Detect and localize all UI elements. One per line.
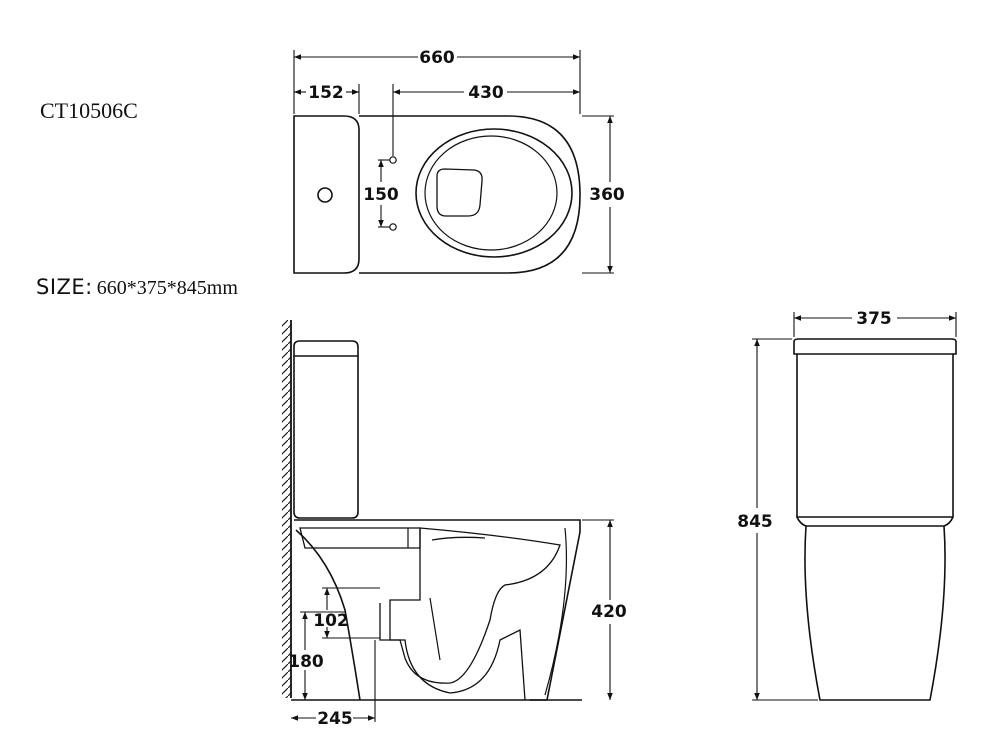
dim-overall-height: 845 xyxy=(737,512,773,532)
front-pedestal xyxy=(804,525,946,701)
top-fixing-hole xyxy=(389,156,397,164)
side-trapway xyxy=(379,603,526,701)
dim-tank-depth: 152 xyxy=(308,83,344,103)
dim-tank-width: 375 xyxy=(856,309,892,329)
size-label: SIZE: xyxy=(36,275,93,299)
size-line: SIZE:660*375*845mm xyxy=(36,274,238,300)
front-seat-joint xyxy=(796,516,954,527)
side-cistern-body xyxy=(293,356,359,519)
side-bowl-outer xyxy=(294,519,581,701)
dim-fixing-to-front: 430 xyxy=(468,83,504,103)
dim-overall-width: 360 xyxy=(589,185,625,205)
dim-fixing-spacing: 150 xyxy=(363,185,399,205)
dim-outlet-center-height: 180 xyxy=(288,652,324,672)
front-view-dimensions xyxy=(752,312,957,701)
top-bowl-outline xyxy=(359,115,581,274)
flush-button-icon xyxy=(317,187,333,203)
top-tank-outline xyxy=(293,115,360,274)
top-view xyxy=(293,115,581,274)
top-seat-outer xyxy=(415,128,573,258)
dim-overall-length: 660 xyxy=(419,48,455,68)
model-code: CT10506C xyxy=(40,98,138,123)
front-cistern xyxy=(796,354,954,518)
front-view xyxy=(793,338,957,701)
side-view-dimensions xyxy=(291,519,614,722)
side-view xyxy=(282,320,582,701)
side-rim-channel xyxy=(299,527,421,549)
top-seat-inner xyxy=(424,135,558,251)
wall-hatching xyxy=(282,320,291,698)
size-value: 660*375*845mm xyxy=(96,277,238,299)
front-lid xyxy=(793,338,957,355)
top-bowl-opening xyxy=(436,168,483,217)
top-fixing-hole xyxy=(389,223,397,231)
dim-seat-height: 420 xyxy=(591,602,627,622)
side-cistern-lid xyxy=(293,340,359,357)
dim-outlet-to-wall: 245 xyxy=(317,709,353,729)
side-back-curve xyxy=(295,529,361,701)
top-view-dimensions xyxy=(293,50,614,274)
dim-outlet-height: 102 xyxy=(313,611,349,631)
side-bowl-interior xyxy=(389,527,561,684)
